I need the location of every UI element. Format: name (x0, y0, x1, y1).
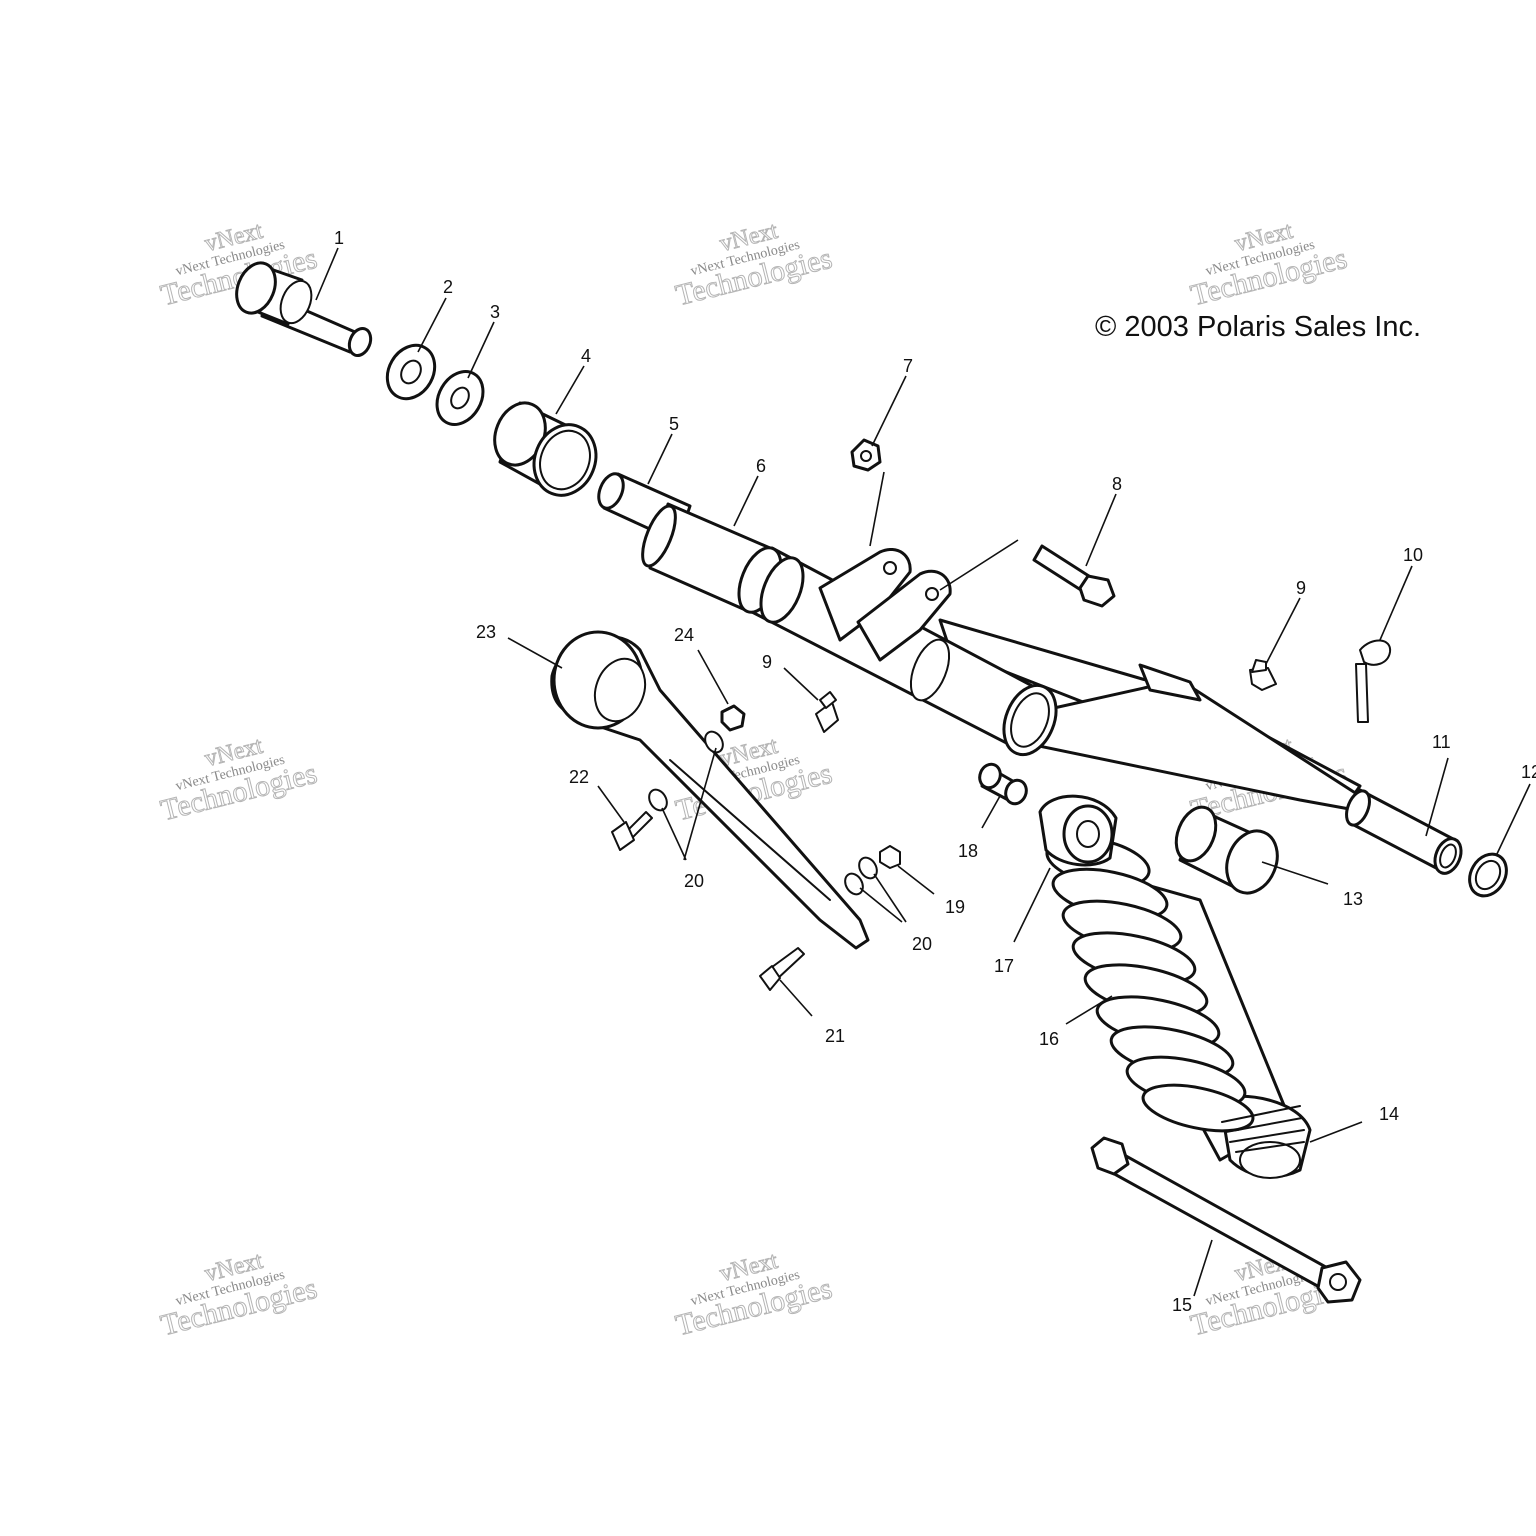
part-23-link-arm (550, 630, 870, 950)
watermark-7: vNext vNext Technologies Technologies (157, 1247, 321, 1343)
callout-2: 2 (443, 277, 453, 297)
callout-11: 11 (1432, 732, 1451, 752)
part-20-washers-left (648, 730, 724, 812)
part-15-long-bolt (1090, 1136, 1362, 1304)
part-3-washer (435, 370, 485, 426)
part-13-bushing (1174, 805, 1279, 895)
part-9-grease-fitting-upper (1249, 659, 1277, 691)
watermark-2: vNext vNext Technologies Technologies (672, 217, 836, 313)
part-8-bolt (1032, 544, 1116, 608)
part-9-grease-fitting-lower (815, 691, 839, 733)
leader-lines (315, 247, 1531, 1297)
part-20-washers-right (844, 856, 878, 896)
callout-4: 4 (581, 346, 591, 366)
callout-9-upper: 9 (1296, 578, 1306, 598)
callout-23: 23 (476, 622, 496, 642)
part-22-bolt (611, 811, 653, 851)
callout-5: 5 (669, 414, 679, 434)
watermark-3: vNext vNext Technologies Technologies (1187, 217, 1351, 313)
callout-16: 16 (1039, 1029, 1059, 1049)
callout-12: 12 (1521, 762, 1536, 782)
callout-20-right: 20 (912, 934, 932, 954)
shock-absorber (1038, 794, 1312, 1179)
callout-18: 18 (958, 841, 978, 861)
swing-arm-assembly (737, 546, 1463, 875)
callout-13: 13 (1343, 889, 1363, 909)
callout-22: 22 (569, 767, 589, 787)
part-1-pivot-bolt (235, 261, 373, 358)
part-18-spacer (978, 762, 1028, 806)
copyright-notice: © 2003 Polaris Sales Inc. (1095, 311, 1421, 343)
part-24-nut (720, 704, 746, 732)
callout-numbers: 1 2 3 4 5 6 7 8 9 9 10 11 12 13 14 15 16… (334, 228, 1536, 1315)
callout-9-lower: 9 (762, 652, 772, 672)
part-10-cable-tie (1355, 639, 1392, 723)
callout-14: 14 (1379, 1104, 1399, 1124)
watermark-8: vNext vNext Technologies Technologies (672, 1247, 836, 1343)
part-21-bolt (759, 947, 805, 991)
part-2-washer (385, 343, 437, 401)
callout-6: 6 (756, 456, 766, 476)
callout-19: 19 (945, 897, 965, 917)
callout-21: 21 (825, 1026, 845, 1046)
callout-20-left: 20 (684, 871, 704, 891)
part-19-nut (879, 845, 901, 869)
part-4-bushing (493, 401, 598, 497)
watermark-4: vNext vNext Technologies Technologies (157, 732, 321, 828)
part-7-nut (850, 438, 882, 472)
callout-8: 8 (1112, 474, 1122, 494)
part-12-ring (1468, 852, 1508, 898)
callout-3: 3 (490, 302, 500, 322)
callout-24: 24 (674, 625, 694, 645)
callout-1: 1 (334, 228, 344, 248)
callout-15: 15 (1172, 1295, 1192, 1315)
callout-7: 7 (903, 356, 913, 376)
callout-17: 17 (994, 956, 1014, 976)
callout-10: 10 (1403, 545, 1423, 565)
